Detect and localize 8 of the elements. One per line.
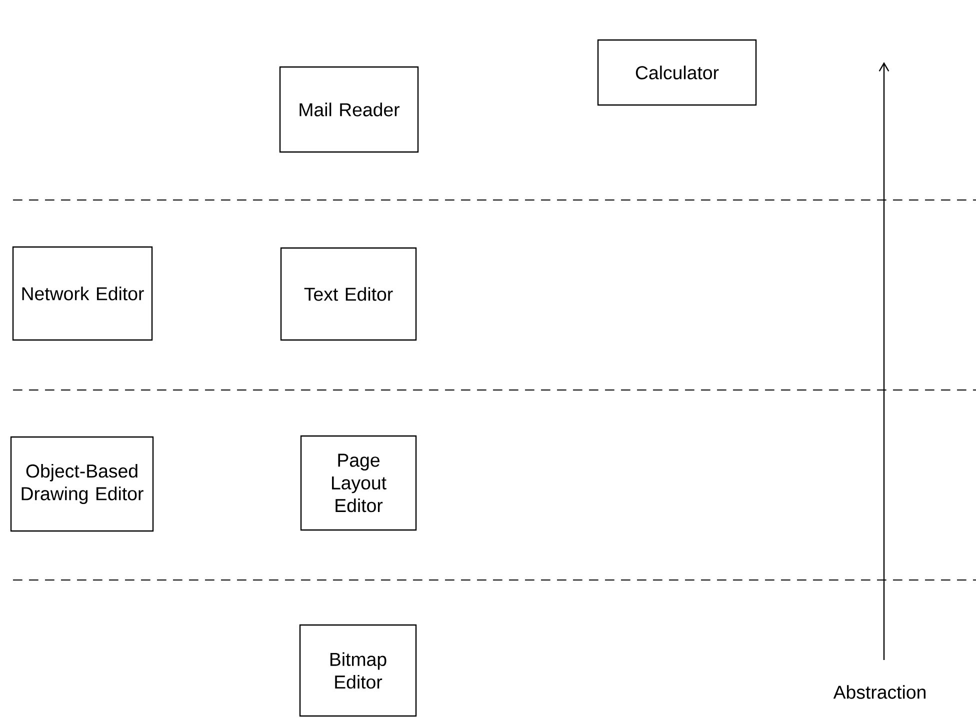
program-box: Network Editor	[12, 246, 153, 341]
program-box: Text Editor	[280, 247, 417, 341]
program-box: Object-Based Drawing Editor	[10, 436, 154, 532]
program-box: Calculator	[597, 39, 757, 106]
program-box: Mail Reader	[279, 66, 419, 153]
program-box: Bitmap Editor	[299, 624, 417, 717]
program-box: Page Layout Editor	[300, 435, 417, 531]
axis-label: Abstraction	[833, 685, 926, 699]
